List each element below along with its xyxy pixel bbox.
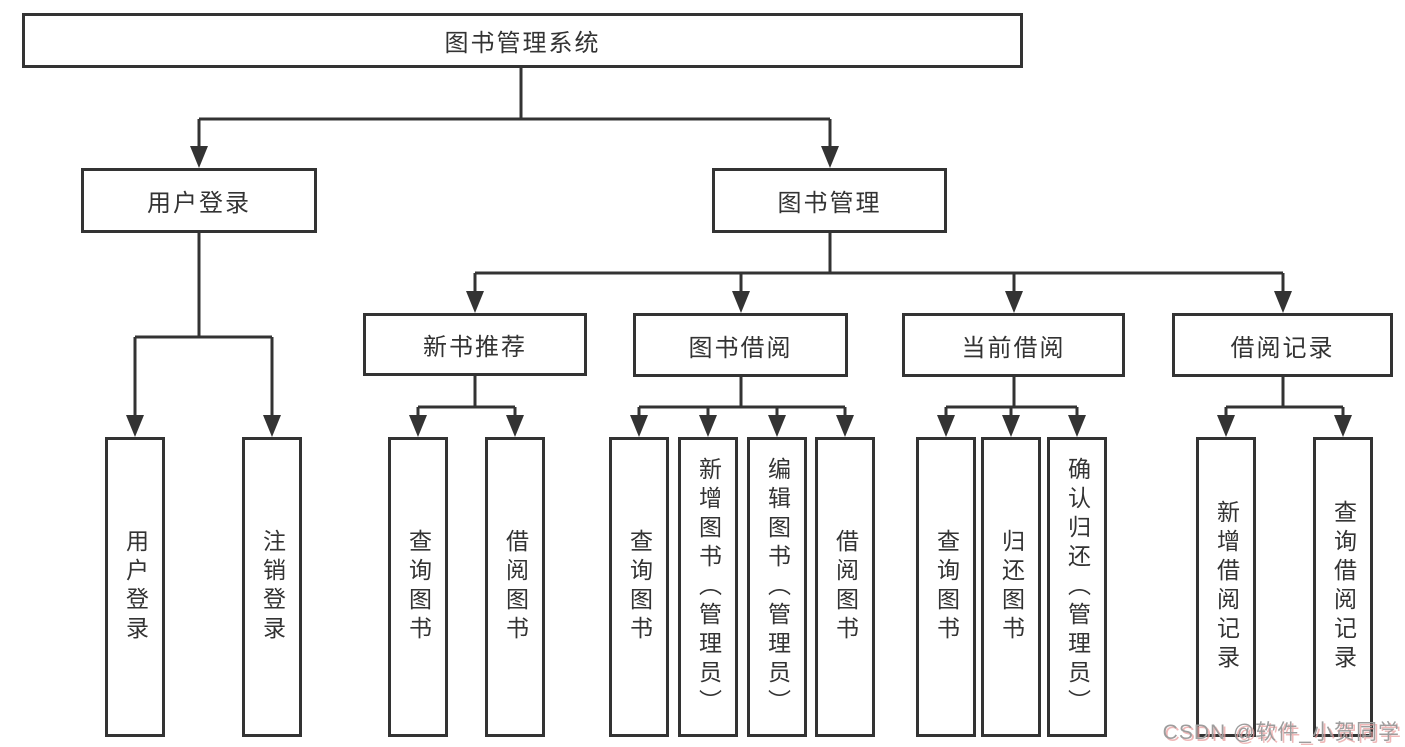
node-current-borrow: 当前借阅 bbox=[902, 313, 1125, 377]
connector-current-to-leaves bbox=[944, 376, 1079, 416]
arrowhead-icon bbox=[630, 415, 648, 437]
arrowhead-icon bbox=[409, 415, 427, 437]
node-leaf-edit-books-admin: 编辑图书（管理员） bbox=[747, 437, 807, 737]
node-label: 查询图书 bbox=[933, 529, 960, 645]
node-label: 查询借阅记录 bbox=[1330, 500, 1357, 674]
node-leaf-add-books-admin: 新增图书（管理员） bbox=[678, 437, 738, 737]
node-library-management-system: 图书管理系统 bbox=[22, 13, 1023, 68]
connector-bookmgmt-to-level3 bbox=[473, 233, 1285, 292]
arrowhead-icon bbox=[1002, 415, 1020, 437]
arrowhead-icon bbox=[1217, 415, 1235, 437]
node-label: 新增图书（管理员） bbox=[695, 456, 722, 718]
arrowhead-icon bbox=[1274, 291, 1292, 313]
connector-borrow-to-leaves bbox=[637, 376, 847, 416]
watermark: CSDN @软件_小贺同学 bbox=[1162, 721, 1400, 744]
arrowhead-icon bbox=[836, 415, 854, 437]
node-borrow-records: 借阅记录 bbox=[1172, 313, 1393, 377]
arrowhead-icon bbox=[768, 415, 786, 437]
arrowheads bbox=[126, 146, 1352, 437]
arrowhead-icon bbox=[1068, 415, 1086, 437]
node-label: 新增借阅记录 bbox=[1213, 500, 1240, 674]
node-label: 注销登录 bbox=[259, 529, 286, 645]
node-label: 确认归还（管理员） bbox=[1064, 456, 1091, 718]
node-leaf-return-books: 归还图书 bbox=[981, 437, 1041, 737]
node-user-login: 用户登录 bbox=[81, 168, 317, 233]
arrowhead-icon bbox=[1005, 291, 1023, 313]
node-new-book-recommend: 新书推荐 bbox=[363, 313, 587, 376]
arrowhead-icon bbox=[1334, 415, 1352, 437]
node-leaf-query-books-current: 查询图书 bbox=[916, 437, 976, 737]
arrowhead-icon bbox=[506, 415, 524, 437]
node-label: 编辑图书（管理员） bbox=[764, 456, 791, 718]
node-leaf-add-borrow-record: 新增借阅记录 bbox=[1196, 437, 1256, 737]
connector-lines bbox=[133, 68, 1345, 416]
node-leaf-borrow-books-recommend: 借阅图书 bbox=[485, 437, 545, 737]
arrowhead-icon bbox=[732, 291, 750, 313]
node-label: 查询图书 bbox=[405, 529, 432, 645]
node-label: 借阅图书 bbox=[502, 529, 529, 645]
arrowhead-icon bbox=[466, 291, 484, 313]
node-book-management: 图书管理 bbox=[712, 168, 947, 233]
node-leaf-logout: 注销登录 bbox=[242, 437, 302, 737]
node-label: 借阅图书 bbox=[832, 529, 859, 645]
node-leaf-query-books-borrow: 查询图书 bbox=[609, 437, 669, 737]
connector-userlogin-to-leaves bbox=[133, 233, 274, 416]
arrowhead-icon bbox=[699, 415, 717, 437]
node-label: 归还图书 bbox=[998, 529, 1025, 645]
node-book-borrow: 图书借阅 bbox=[633, 313, 848, 377]
arrowhead-icon bbox=[263, 415, 281, 437]
connector-recommend-to-leaves bbox=[416, 376, 517, 416]
node-leaf-query-borrow-record: 查询借阅记录 bbox=[1313, 437, 1373, 737]
node-label: 用户登录 bbox=[122, 529, 149, 645]
node-leaf-user-login: 用户登录 bbox=[105, 437, 165, 737]
arrowhead-icon bbox=[937, 415, 955, 437]
connector-root-to-level2 bbox=[197, 68, 832, 147]
connector-records-to-leaves bbox=[1224, 376, 1345, 416]
node-leaf-borrow-books: 借阅图书 bbox=[815, 437, 875, 737]
node-leaf-query-books-recommend: 查询图书 bbox=[388, 437, 448, 737]
arrowhead-icon bbox=[126, 415, 144, 437]
arrowhead-icon bbox=[821, 146, 839, 168]
arrowhead-icon bbox=[190, 146, 208, 168]
node-label: 查询图书 bbox=[626, 529, 653, 645]
node-leaf-confirm-return-admin: 确认归还（管理员） bbox=[1047, 437, 1107, 737]
